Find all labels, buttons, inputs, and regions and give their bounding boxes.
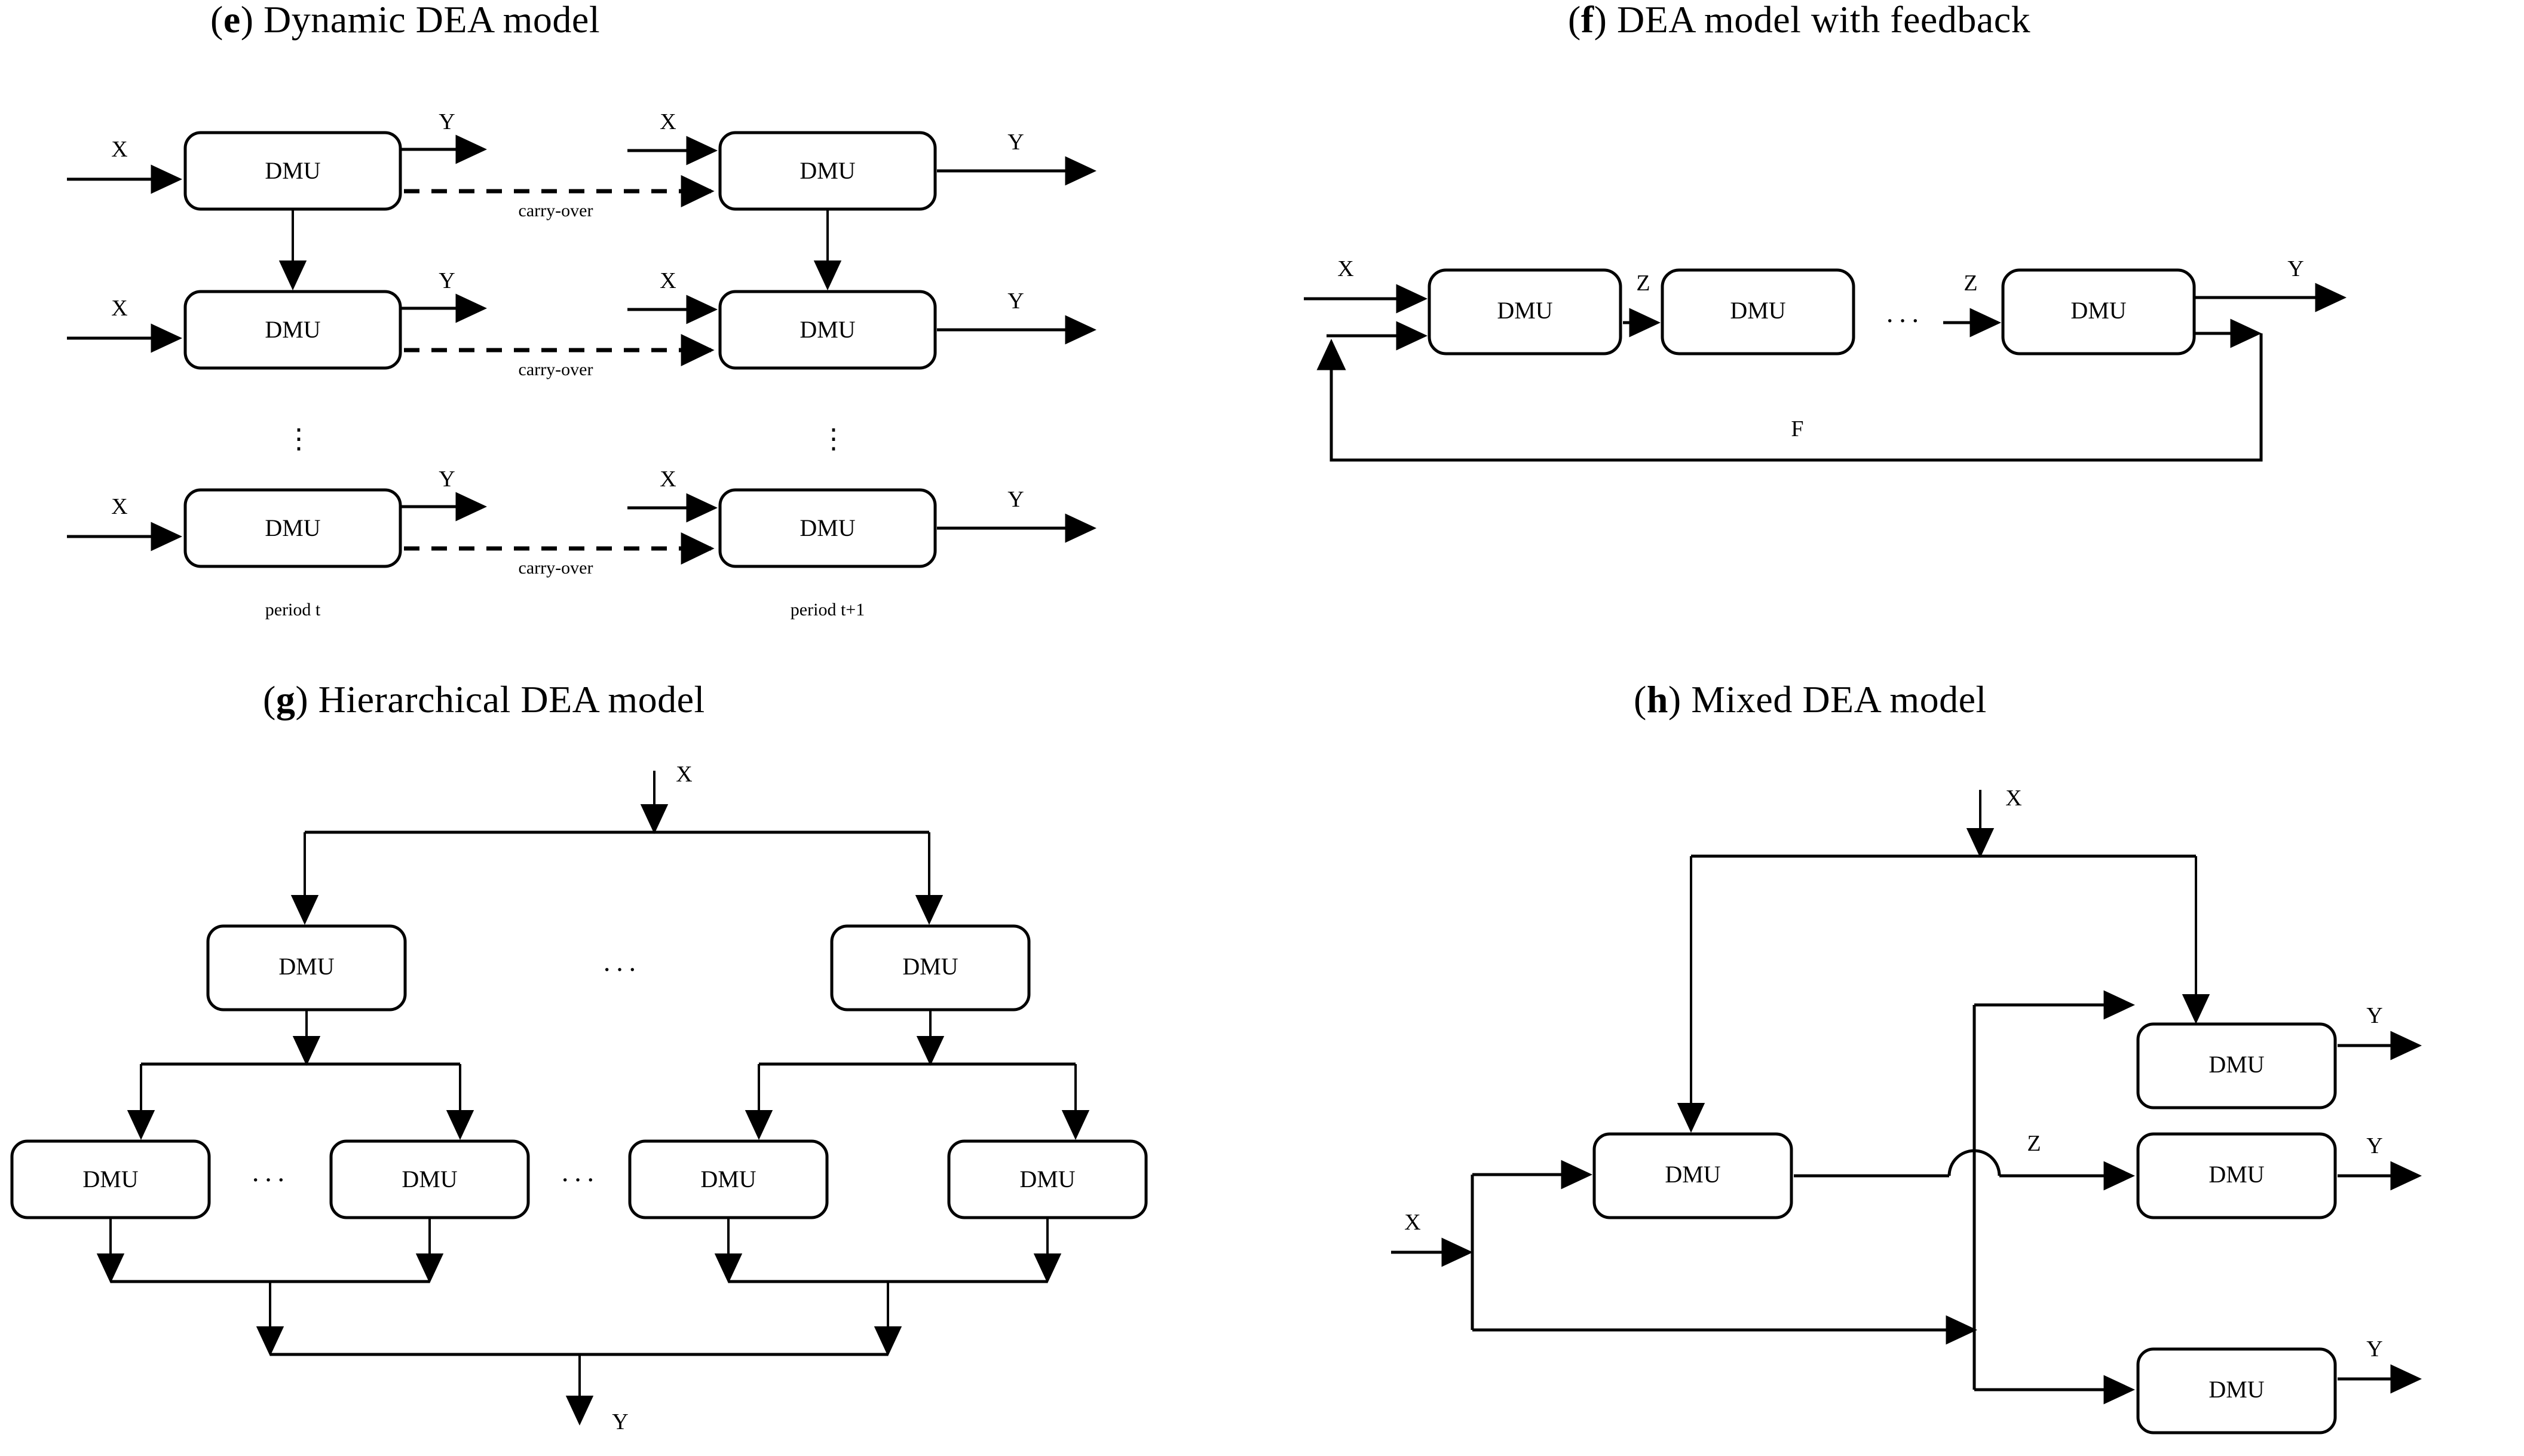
vertical-ellipsis-e-right: ⋮: [820, 424, 847, 454]
carryover-label-e-row3: carry-over: [519, 558, 593, 578]
output-label-g-y: Y: [612, 1409, 628, 1434]
dmu-box-e-t1p1: [718, 131, 937, 211]
panel-h-title-text: Mixed DEA model: [1691, 678, 1987, 721]
dmu-box-g-l2-4: [947, 1139, 1148, 1219]
root-input-label-g: X: [676, 762, 692, 787]
horizontal-ellipsis-g-l2-right: ···: [560, 1164, 599, 1195]
vertical-ellipsis-e-left: ⋮: [285, 424, 313, 454]
dmu-box-h-stage2-mid: [2136, 1132, 2337, 1219]
input-label-e-t2: X: [111, 296, 127, 321]
dmu-label-g-l2-2: DMU: [402, 1166, 457, 1193]
dmu-box-e-t2: [183, 290, 402, 370]
dmu-label-g-l1-right: DMU: [902, 953, 958, 980]
output-label-e-t3p1: Y: [1007, 487, 1024, 512]
dmu-box-f-3: [2001, 268, 2196, 355]
dmu-label-e-t3p1: DMU: [800, 514, 855, 541]
input-label-e-t2p1: X: [660, 268, 676, 293]
output-label-h-top: Y: [2366, 1003, 2382, 1028]
dmu-box-h-stage1: [1592, 1132, 1793, 1219]
panel-e-title: (e) Dynamic DEA model: [210, 0, 600, 42]
dmu-label-h-stage1: DMU: [1665, 1161, 1720, 1188]
panel-mixed-dea-model: (h) Mixed DEA model X DMU X Z DMU DMU: [1262, 651, 2524, 1456]
input-label-e-t3: X: [111, 494, 127, 519]
dmu-box-e-t1: [183, 131, 402, 211]
input-label-e-t1: X: [111, 137, 127, 162]
output-label-h-bottom: Y: [2366, 1337, 2382, 1362]
dmu-label-e-t1: DMU: [265, 157, 320, 184]
dmu-box-g-l1-left: [206, 924, 407, 1011]
panel-dynamic-dea-model: (e) Dynamic DEA model DMU DMU DMU DMU DM…: [0, 0, 1262, 651]
dmu-box-e-t3: [183, 488, 402, 568]
panel-g-title-text: Hierarchical DEA model: [318, 678, 705, 721]
output-label-e-t1p1: Y: [1007, 130, 1024, 155]
input-label-e-t3p1: X: [660, 467, 676, 492]
intermediate-label-h-z: Z: [2027, 1131, 2041, 1156]
dmu-label-f-2: DMU: [1730, 297, 1785, 324]
dmu-box-e-t2p1: [718, 290, 937, 370]
dmu-label-g-l2-1: DMU: [82, 1166, 138, 1193]
dmu-label-f-1: DMU: [1497, 297, 1552, 324]
top-input-label-h: X: [2005, 786, 2021, 811]
panel-hierarchical-dea-model: (g) Hierarchical DEA model X DMU DMU ···…: [0, 651, 1262, 1456]
output-label-e-t3: Y: [439, 467, 455, 492]
dmu-label-f-3: DMU: [2070, 297, 2126, 324]
output-label-h-mid: Y: [2366, 1133, 2382, 1158]
dmu-box-g-l2-3: [628, 1139, 829, 1219]
panel-e-title-text: Dynamic DEA model: [264, 0, 601, 41]
intermediate-label-f-z2: Z: [1964, 271, 1977, 296]
dmu-box-h-stage2-top: [2136, 1022, 2337, 1109]
output-label-e-t2: Y: [439, 268, 455, 293]
panel-h-title: (h) Mixed DEA model: [1634, 678, 1987, 721]
horizontal-ellipsis-g-level1: ···: [602, 954, 641, 985]
period-caption-e-t: period t: [265, 600, 321, 620]
dmu-box-h-stage2-bottom: [2136, 1347, 2337, 1434]
horizontal-ellipsis-g-l2-left: ···: [251, 1164, 289, 1195]
period-caption-e-t1: period t+1: [791, 600, 865, 620]
output-label-f-y: Y: [2287, 256, 2304, 281]
dmu-label-e-t3: DMU: [265, 514, 320, 541]
dmu-label-g-l2-4: DMU: [1019, 1166, 1075, 1193]
left-input-label-h: X: [1404, 1210, 1420, 1235]
dmu-box-g-l1-right: [830, 924, 1031, 1011]
dmu-box-e-t3p1: [718, 488, 937, 568]
dmu-box-f-2: [1661, 268, 1855, 355]
horizontal-ellipsis-f: ···: [1885, 305, 1923, 336]
carryover-label-e-row2: carry-over: [519, 360, 593, 379]
panel-dea-model-with-feedback: (f) DEA model with feedback DMU DMU DMU …: [1262, 0, 2524, 651]
output-label-e-t1: Y: [439, 109, 455, 134]
input-label-e-t1p1: X: [660, 109, 676, 134]
dmu-box-g-l2-1: [10, 1139, 211, 1219]
carryover-label-e-row1: carry-over: [519, 201, 593, 220]
panel-f-title-text: DEA model with feedback: [1616, 0, 2031, 41]
panel-g-title: (g) Hierarchical DEA model: [263, 678, 705, 721]
dmu-label-g-l2-3: DMU: [700, 1166, 756, 1193]
dmu-label-h-stage2-bottom: DMU: [2208, 1376, 2264, 1403]
dmu-box-g-l2-2: [329, 1139, 530, 1219]
dmu-label-g-l1-left: DMU: [278, 953, 334, 980]
dmu-label-e-t1p1: DMU: [800, 157, 855, 184]
panel-f-title: (f) DEA model with feedback: [1568, 0, 2030, 42]
dmu-box-f-1: [1428, 268, 1622, 355]
input-label-f-x: X: [1337, 256, 1353, 281]
dmu-label-h-stage2-top: DMU: [2208, 1051, 2264, 1078]
dmu-label-e-t2: DMU: [265, 316, 320, 343]
feedback-return-path-f: [1316, 333, 2263, 462]
dmu-label-h-stage2-mid: DMU: [2208, 1161, 2264, 1188]
intermediate-label-f-z1: Z: [1636, 271, 1650, 296]
feedback-label-f: F: [1791, 416, 1803, 442]
dmu-label-e-t2p1: DMU: [800, 316, 855, 343]
output-label-e-t2p1: Y: [1007, 289, 1024, 314]
